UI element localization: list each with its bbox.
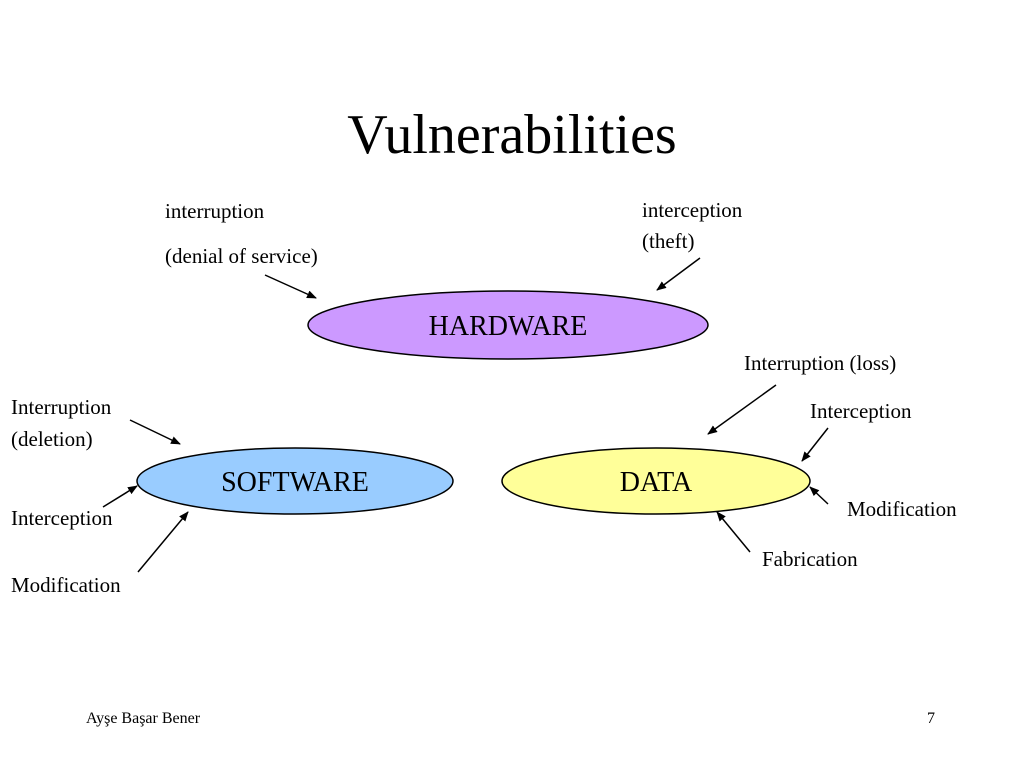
arrow-data-modification: [809, 486, 829, 505]
page-number: 7: [927, 710, 935, 727]
arrow-data-interruption: [707, 384, 777, 435]
arrow-data-fabrication: [716, 511, 751, 553]
arrow-hardware-interruption: [264, 274, 317, 299]
data-node: DATA: [501, 447, 811, 515]
footer-author: Ayşe Başar Bener: [86, 710, 201, 727]
arrow-software-modification: [137, 511, 189, 573]
hardware-theft-text: (theft): [642, 229, 695, 253]
arrow-software-interception: [102, 485, 138, 508]
software-deletion-text: (deletion): [11, 427, 93, 451]
software-interception-text: Interception: [11, 506, 113, 530]
software-node: SOFTWARE: [136, 447, 454, 515]
software-modification-text: Modification: [11, 573, 121, 597]
data-fabrication-text: Fabrication: [762, 547, 858, 571]
data-modification-text: Modification: [847, 497, 957, 521]
software-interruption-text: Interruption: [11, 395, 112, 419]
data-interruption-loss-text: Interruption (loss): [744, 351, 897, 375]
hardware-interruption-text: interruption: [165, 199, 265, 223]
hardware-denial-of-service-text: (denial of service): [165, 244, 318, 268]
arrow-data-interception: [801, 427, 829, 462]
arrow-hardware-interception: [656, 257, 701, 291]
hardware-node: HARDWARE: [307, 290, 709, 360]
software-label: SOFTWARE: [221, 467, 369, 498]
slide-title: Vulnerabilities: [347, 104, 677, 166]
hardware-interception-text: interception: [642, 198, 743, 222]
data-label: DATA: [620, 467, 693, 498]
hardware-label: HARDWARE: [429, 311, 588, 342]
data-interception-text: Interception: [810, 399, 912, 423]
arrow-software-interruption: [129, 419, 181, 445]
